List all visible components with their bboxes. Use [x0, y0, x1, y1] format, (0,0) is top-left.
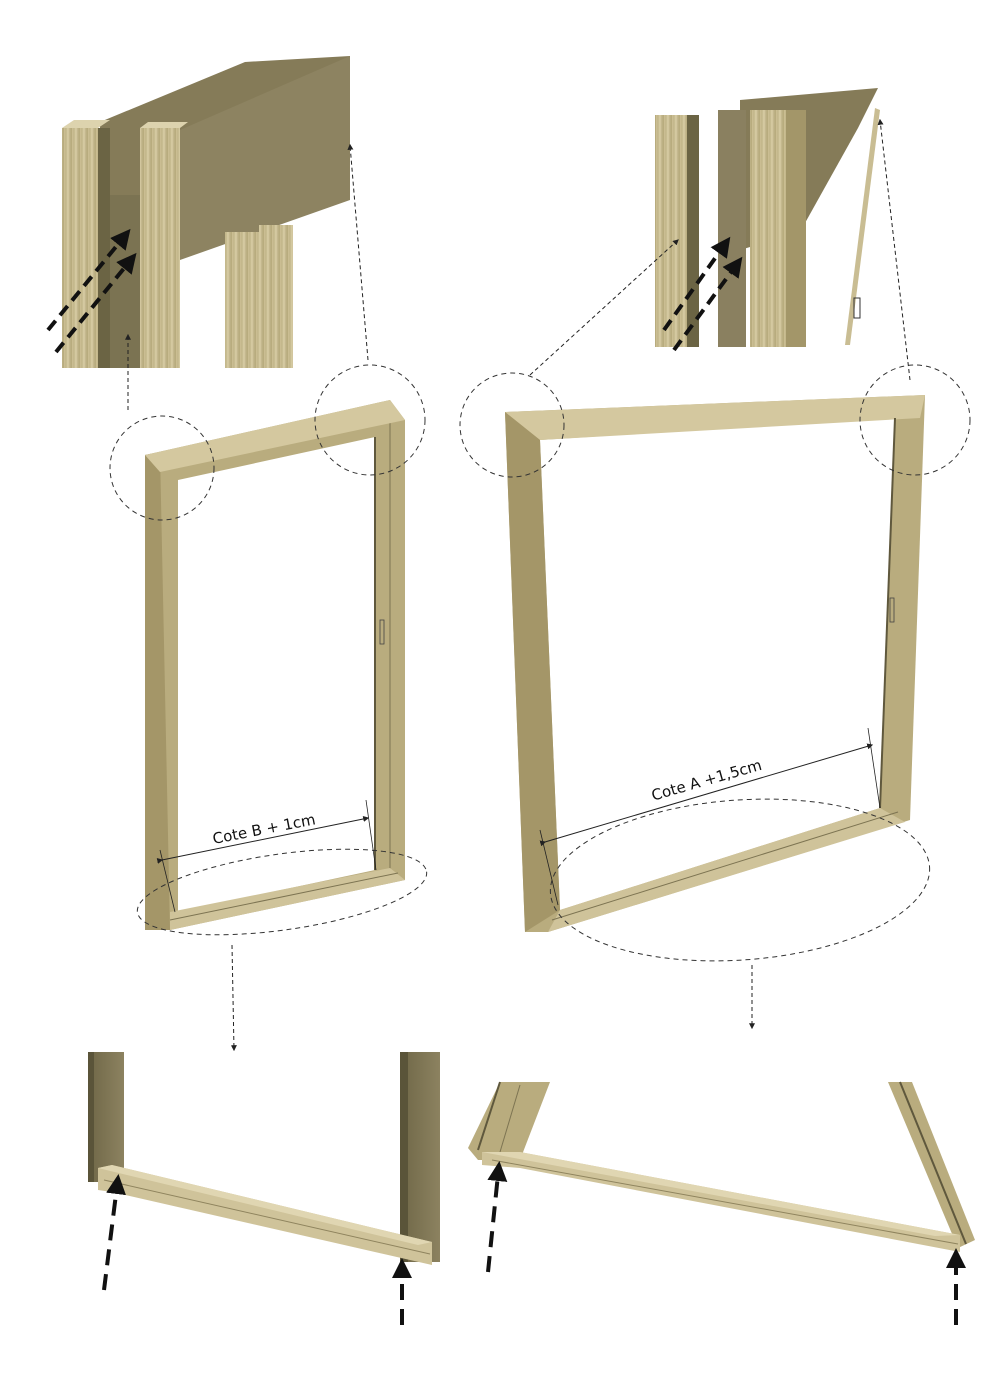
- post-middle: [140, 128, 180, 368]
- post-right-a: [655, 115, 687, 347]
- detail-bottom-left: [88, 1052, 440, 1325]
- post-bottom-right-right: [888, 1082, 975, 1248]
- post-left: [62, 128, 98, 368]
- sill-detail-right: [482, 1152, 960, 1252]
- insert-arrows-bottom-left: [102, 1174, 412, 1325]
- frame-right: Cote A +1,5cm: [459, 364, 971, 1030]
- detail-top-left: [46, 56, 369, 410]
- insert-arrows-top-right: [529, 118, 911, 381]
- frame-left: Cote B + 1cm: [109, 364, 428, 1052]
- slanted-post: [845, 108, 880, 345]
- sill-detail-left: [98, 1165, 432, 1265]
- detail-top-right: [529, 88, 911, 381]
- header-rail-right: [505, 395, 925, 440]
- insert-arrows-top-left: [46, 143, 369, 410]
- insert-arrows-bottom-right: [486, 1161, 966, 1325]
- detail-bottom-right: [468, 1081, 975, 1325]
